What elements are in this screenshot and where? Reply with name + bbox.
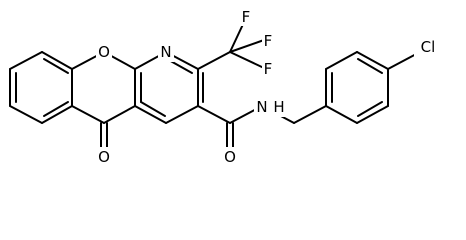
bond bbox=[140, 101, 166, 117]
ketone-oxygen-label: O bbox=[96, 147, 112, 167]
fluorine-label-right-upper: F bbox=[262, 32, 274, 50]
amide-nitrogen-label: N H bbox=[254, 97, 288, 117]
bond bbox=[43, 101, 69, 117]
bond bbox=[41, 105, 73, 124]
ring-nitrogen-label: N bbox=[158, 42, 174, 62]
chlorine-text: Cl bbox=[421, 38, 436, 56]
bond bbox=[229, 39, 265, 53]
ketone-oxygen-text: O bbox=[98, 148, 110, 166]
atom-label-layer: O N F F F O O N H bbox=[96, 8, 442, 167]
chlorine-label: Cl bbox=[414, 37, 442, 57]
bond bbox=[325, 51, 358, 70]
bond-layer bbox=[9, 19, 421, 149]
bond bbox=[325, 105, 358, 124]
bond bbox=[197, 105, 231, 124]
ring-oxygen-label: O bbox=[96, 42, 112, 62]
amide-hydrogen-text: H bbox=[273, 98, 284, 116]
bond bbox=[71, 105, 105, 124]
bond bbox=[356, 105, 389, 124]
chemical-structure-diagram: O N F F F O O N H bbox=[9, 8, 442, 167]
ring-oxygen-text: O bbox=[98, 43, 110, 61]
amide-oxygen-text: O bbox=[224, 148, 236, 166]
ring-nitrogen-text: N bbox=[160, 43, 171, 61]
amide-oxygen-label: O bbox=[222, 147, 238, 167]
bond bbox=[356, 51, 389, 70]
bond bbox=[9, 51, 43, 70]
bond bbox=[103, 105, 136, 124]
bond bbox=[134, 105, 167, 124]
fluorine-text-right-upper: F bbox=[264, 32, 273, 50]
bond bbox=[197, 51, 231, 70]
bond bbox=[43, 58, 69, 74]
bond bbox=[357, 58, 383, 74]
amide-nitrogen-text: N bbox=[256, 98, 267, 116]
fluorine-text-right-lower: F bbox=[264, 60, 273, 78]
bond bbox=[229, 51, 265, 69]
bond bbox=[293, 105, 327, 124]
bond bbox=[9, 105, 43, 124]
bond bbox=[41, 51, 73, 70]
fluorine-text-top: F bbox=[242, 8, 251, 26]
bond bbox=[165, 105, 199, 124]
fluorine-label-top: F bbox=[240, 8, 252, 26]
fluorine-label-right-lower: F bbox=[262, 60, 274, 78]
bond bbox=[357, 101, 383, 117]
